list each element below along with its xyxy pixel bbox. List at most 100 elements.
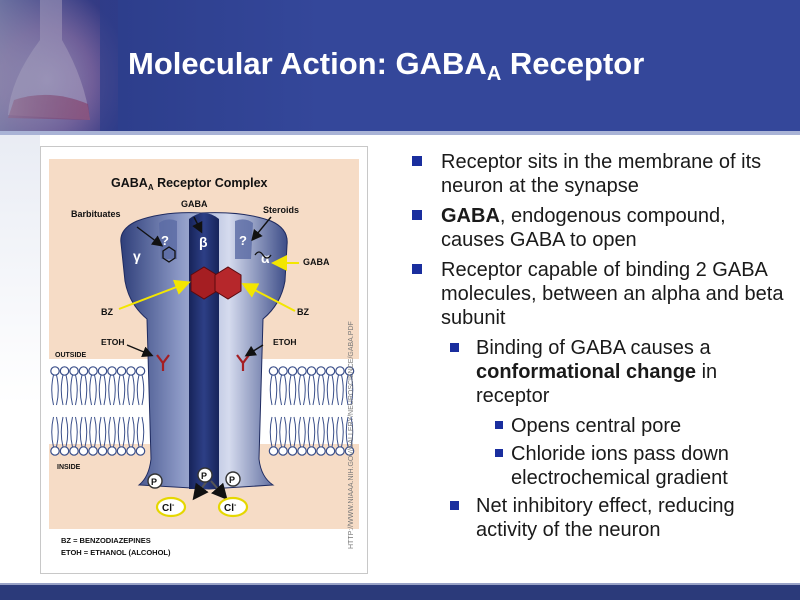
wave-ligand-icon: [254, 251, 272, 259]
lipid-head: [88, 446, 98, 456]
lipid-tail: [70, 416, 78, 448]
bullet-item: GABA, endogenous compound, causes GABA t…: [408, 204, 793, 252]
legend-bz: BZ = BENZODIAZEPINES: [61, 536, 151, 545]
lipid-head: [344, 366, 355, 376]
lipid-tail: [326, 416, 335, 448]
lipid-tail: [79, 374, 88, 406]
figure-title: GABAA Receptor Complex: [111, 176, 268, 192]
gaba-top-label: GABA: [181, 199, 208, 209]
lipid-tail: [89, 416, 97, 448]
lipid-head: [268, 446, 279, 456]
lipid-tail: [136, 374, 145, 406]
lipid-tail: [79, 416, 88, 448]
lipid-head: [344, 446, 355, 456]
lipid-tail: [89, 374, 97, 406]
lipid-head: [325, 446, 336, 456]
lipid-tail: [136, 416, 145, 448]
lipid-head: [306, 446, 317, 456]
lipid-tail: [117, 374, 126, 406]
lipid-tail: [317, 416, 325, 448]
lipid-head: [69, 446, 79, 456]
lipid-head: [297, 446, 307, 456]
lipid-tail: [269, 374, 278, 406]
lipid-bilayer: [50, 366, 355, 456]
bullet-item: Receptor capable of binding 2 GABA molec…: [408, 258, 793, 330]
gaba-receptor-diagram: γ ? β ? α GABAA Receptor Complex: [49, 159, 359, 569]
lipid-head: [335, 366, 345, 376]
lipid-tail: [317, 374, 325, 406]
lipid-tail: [336, 374, 344, 406]
flask-icon: [0, 0, 118, 133]
gamma-subunit-label: γ: [133, 248, 141, 264]
chloride-label-1: Cl-: [162, 502, 175, 514]
lipid-tail: [51, 374, 59, 406]
lipid-head: [50, 366, 60, 376]
slide-footer: [0, 585, 800, 600]
lipid-tail: [60, 374, 69, 406]
etoh-left-label: ETOH: [101, 337, 124, 347]
lipid-head: [306, 366, 317, 376]
sub-bullet-item: Net inhibitory effect, reducing activity…: [408, 494, 793, 542]
lipid-head: [107, 366, 117, 376]
lipid-tail: [269, 416, 278, 448]
legend-etoh: ETOH = ETHANOL (ALCOHOL): [61, 548, 171, 557]
hexagon-ligand-icon: [162, 246, 176, 263]
gaba-right-label: GABA: [303, 257, 330, 267]
lipid-head: [297, 366, 307, 376]
inside-label: INSIDE: [57, 464, 81, 471]
lipid-head: [50, 446, 60, 456]
chloride-label-2: Cl-: [224, 502, 237, 514]
lipid-tail: [307, 374, 316, 406]
header-rule: [0, 131, 800, 135]
lipid-head: [278, 366, 288, 376]
header-shade: [0, 0, 800, 133]
phosphate-label-2: P: [201, 471, 207, 481]
lipid-head: [78, 446, 89, 456]
beta-subunit-label: β: [199, 234, 208, 250]
lipid-head: [59, 446, 70, 456]
lipid-tail: [326, 374, 335, 406]
lipid-head: [97, 446, 108, 456]
figure-frame: γ ? β ? α GABAA Receptor Complex: [40, 146, 368, 574]
lipid-head: [325, 366, 336, 376]
question-mark-left: ?: [161, 233, 169, 248]
lipid-head: [116, 366, 127, 376]
lipid-head: [97, 366, 108, 376]
chloride-ion-icon: [155, 496, 249, 518]
lipid-tail: [98, 374, 107, 406]
lipid-tail: [345, 416, 354, 448]
slide-title: Molecular Action: GABAA Receptor: [128, 46, 645, 85]
y-shaped-binding-site-icon: [156, 354, 250, 371]
lipid-tail: [51, 416, 59, 448]
lipid-tail: [279, 416, 287, 448]
lipid-tail: [288, 416, 297, 448]
lipid-head: [335, 446, 345, 456]
lipid-tail: [108, 374, 116, 406]
annotation-arrows: [118, 216, 299, 501]
lipid-head: [316, 446, 326, 456]
question-mark-right: ?: [239, 233, 247, 248]
lipid-head: [135, 366, 146, 376]
lipid-tail: [60, 416, 69, 448]
lipid-head: [268, 366, 279, 376]
bz-left-label: BZ: [101, 307, 113, 317]
lipid-tail: [288, 374, 297, 406]
lipid-head: [126, 446, 136, 456]
lipid-tail: [279, 374, 287, 406]
phosphate-label-1: P: [151, 477, 157, 487]
lipid-head: [116, 446, 127, 456]
lipid-head: [78, 366, 89, 376]
lipid-tail: [127, 416, 135, 448]
lipid-head: [278, 446, 288, 456]
sub-bullet-item: Binding of GABA causes a conformational …: [408, 336, 793, 408]
lipid-head: [59, 366, 70, 376]
bullet-square-icon: [450, 501, 459, 510]
lipid-tail: [117, 416, 126, 448]
etoh-right-label: ETOH: [273, 337, 296, 347]
lipid-head: [287, 366, 298, 376]
outside-label: OUTSIDE: [55, 352, 86, 359]
lipid-tail: [127, 374, 135, 406]
lipid-tail: [108, 416, 116, 448]
lipid-head: [135, 446, 146, 456]
lipid-tail: [336, 416, 344, 448]
